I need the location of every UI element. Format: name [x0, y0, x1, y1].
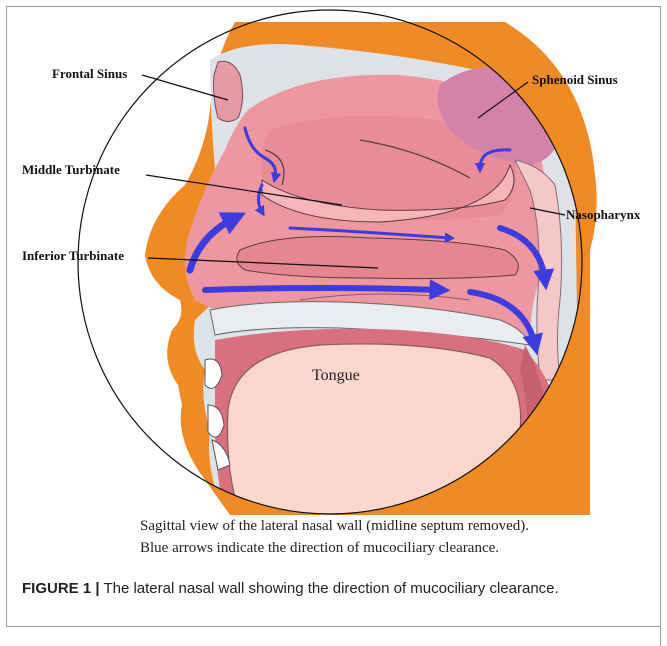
frame-border-bottom	[6, 626, 661, 627]
label-middle-turbinate: Middle Turbinate	[22, 162, 120, 177]
caption-text: The lateral nasal wall showing the direc…	[100, 580, 559, 597]
description-line-2: Blue arrows indicate the direction of mu…	[140, 537, 640, 559]
nasal-wall-illustration: Frontal Sinus Sphenoid Sinus Middle Turb…	[0, 0, 667, 520]
label-inferior-turbinate: Inferior Turbinate	[22, 248, 124, 263]
arrow-inferior-meatus	[205, 288, 440, 290]
label-tongue: Tongue	[312, 367, 360, 384]
diagram-description: Sagittal view of the lateral nasal wall …	[140, 515, 640, 559]
label-sphenoid-sinus: Sphenoid Sinus	[532, 72, 618, 87]
caption-prefix: FIGURE 1 |	[22, 580, 100, 597]
figure-caption: FIGURE 1 | The lateral nasal wall showin…	[22, 578, 642, 600]
description-line-1: Sagittal view of the lateral nasal wall …	[140, 515, 640, 537]
label-frontal-sinus: Frontal Sinus	[52, 66, 127, 81]
label-nasopharynx: Nasopharynx	[566, 207, 641, 222]
